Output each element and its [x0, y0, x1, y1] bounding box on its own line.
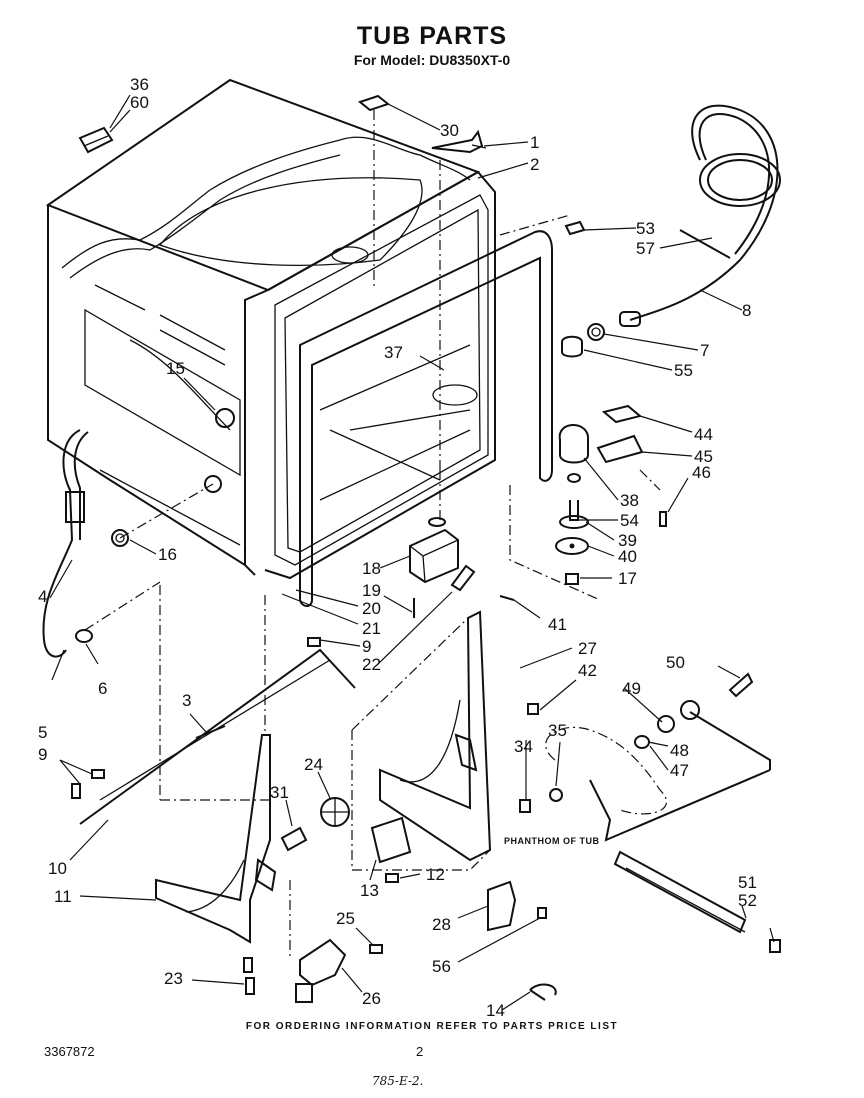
date-code: 785-E-2.	[372, 1074, 424, 1088]
callout-60: 60	[130, 93, 149, 112]
callout-37: 37	[384, 343, 403, 362]
rail-51-52	[613, 850, 781, 953]
callout-labels: 36 60 30 1 2 53 57 8 7 55 37 15 44 45 46…	[38, 75, 757, 1020]
callout-26: 26	[362, 989, 381, 1008]
callout-6: 6	[98, 679, 107, 698]
callout-40: 40	[618, 547, 637, 566]
callout-54: 54	[620, 511, 639, 530]
tub-body	[45, 78, 553, 607]
callout-1: 1	[530, 133, 539, 152]
callout-51: 51	[738, 873, 757, 892]
callout-53: 53	[636, 219, 655, 238]
callout-47: 47	[670, 761, 689, 780]
callout-17: 17	[618, 569, 637, 588]
callout-35: 35	[548, 721, 567, 740]
phantom-tub	[519, 672, 771, 842]
callout-13: 13	[360, 881, 379, 900]
fill-hose-8	[499, 104, 781, 358]
callout-22: 22	[362, 655, 381, 674]
callout-42: 42	[578, 661, 597, 680]
right-leg-bracket	[280, 610, 539, 883]
callout-19: 19	[362, 581, 381, 600]
bracket-36-60	[78, 126, 114, 154]
callout-20: 20	[362, 599, 381, 618]
callout-12: 12	[426, 865, 445, 884]
callout-30: 30	[440, 121, 459, 140]
callout-28: 28	[432, 915, 451, 934]
phantom-tub-label: PHANTHOM OF TUB	[504, 836, 600, 846]
left-leg-bracket	[155, 595, 277, 995]
callout-5: 5	[38, 723, 47, 742]
ordering-note: FOR ORDERING INFORMATION REFER TO PARTS …	[245, 1021, 619, 1032]
callout-34: 34	[514, 737, 533, 756]
page-title: TUB PARTS	[356, 22, 508, 50]
callout-23: 23	[164, 969, 183, 988]
bottom-parts	[289, 880, 557, 1003]
left-hose-assembly	[42, 429, 214, 658]
page-number: 2	[416, 1044, 424, 1059]
model-subtitle: For Model: DU8350XT-0	[353, 52, 511, 68]
center-valve-parts	[409, 470, 515, 618]
callout-38: 38	[620, 491, 639, 510]
callout-15: 15	[166, 359, 185, 378]
callout-27: 27	[578, 639, 597, 658]
callout-25: 25	[336, 909, 355, 928]
callout-36: 36	[130, 75, 149, 94]
callout-46: 46	[692, 463, 711, 482]
callout-8: 8	[742, 301, 751, 320]
callout-45: 45	[694, 447, 713, 466]
callout-55: 55	[674, 361, 693, 380]
callout-7: 7	[700, 341, 709, 360]
callout-49: 49	[622, 679, 641, 698]
callout-39: 39	[618, 531, 637, 550]
callout-14: 14	[486, 1001, 505, 1020]
callout-3: 3	[182, 691, 191, 710]
callout-56: 56	[432, 957, 451, 976]
callout-2: 2	[530, 155, 539, 174]
callout-48: 48	[670, 741, 689, 760]
document-number: 3367872	[44, 1044, 95, 1059]
callout-44: 44	[694, 425, 713, 444]
callout-41: 41	[548, 615, 567, 634]
callout-9b: 9	[38, 745, 47, 764]
callout-18: 18	[362, 559, 381, 578]
leader-arrows	[49, 94, 775, 1011]
callout-4: 4	[38, 587, 47, 606]
callout-50: 50	[666, 653, 685, 672]
callout-52: 52	[738, 891, 757, 910]
callout-11: 11	[54, 887, 72, 906]
callout-31: 31	[270, 783, 289, 802]
float-assembly	[509, 404, 667, 601]
callout-21: 21	[362, 619, 381, 638]
brace-wires	[71, 585, 356, 825]
callout-9: 9	[362, 637, 371, 656]
callout-16: 16	[158, 545, 177, 564]
callout-24: 24	[304, 755, 323, 774]
callout-57: 57	[636, 239, 655, 258]
callout-10: 10	[48, 859, 67, 878]
